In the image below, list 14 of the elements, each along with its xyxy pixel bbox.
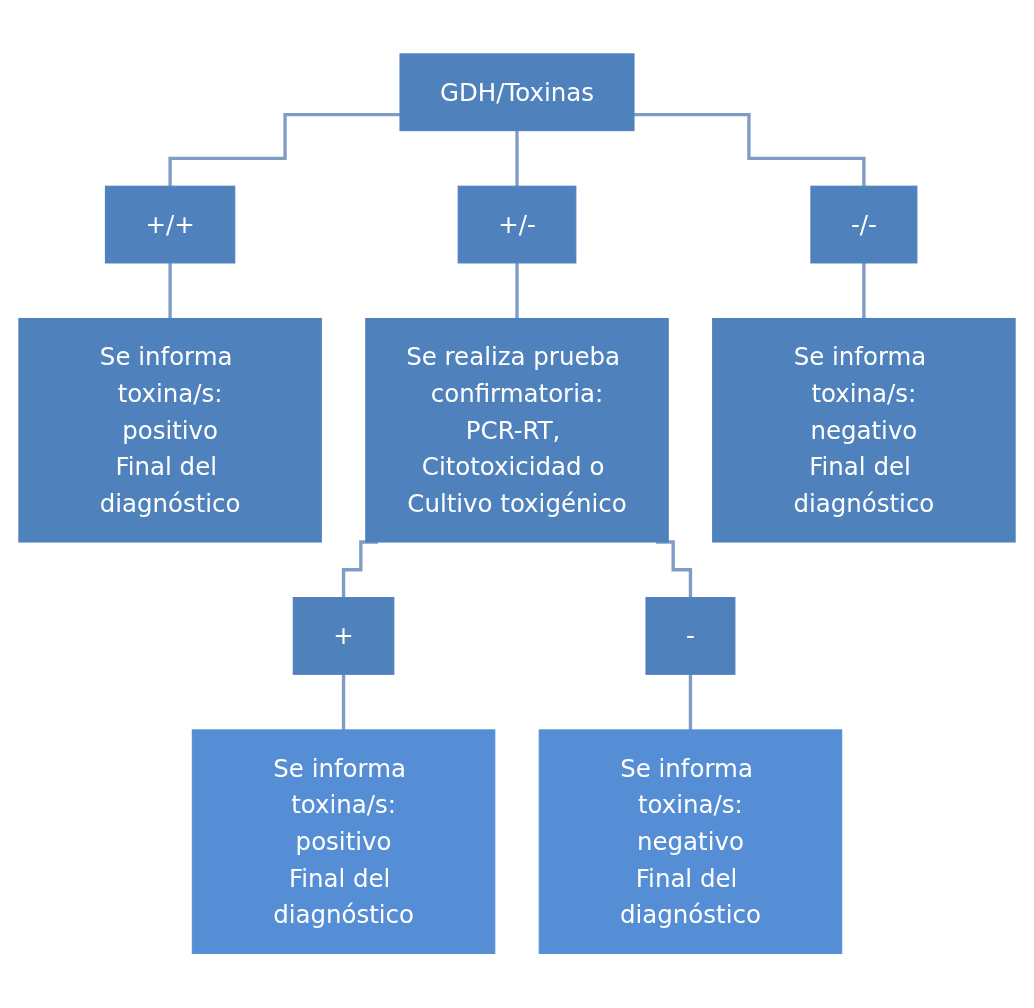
node-box (399, 53, 635, 132)
flowchart-drawing: GDH/Toxinas +/+ +/- -/- Se informa toxina/s: positivo Final del diagnóstico Se realiza prueba confirmatoria: PCR-RT, Citotoxicidad o Cultivo toxigénico Se informa toxina/s: negativo Final del diagnóstico + - Se informa toxina/s: positivo Final del diagnóstico Se informa toxina/s: negativo Final del diagnóstico (10, 45, 1024, 963)
node-box (810, 186, 918, 264)
connector (341, 673, 346, 732)
node-box (18, 318, 322, 543)
node-box (191, 729, 496, 955)
connector (688, 673, 693, 732)
node-box (538, 729, 843, 955)
node-box (457, 186, 577, 264)
node-box (292, 597, 395, 676)
node-box (712, 318, 1016, 543)
node-box (365, 318, 669, 543)
node-box (104, 186, 236, 264)
node-box (645, 597, 736, 676)
